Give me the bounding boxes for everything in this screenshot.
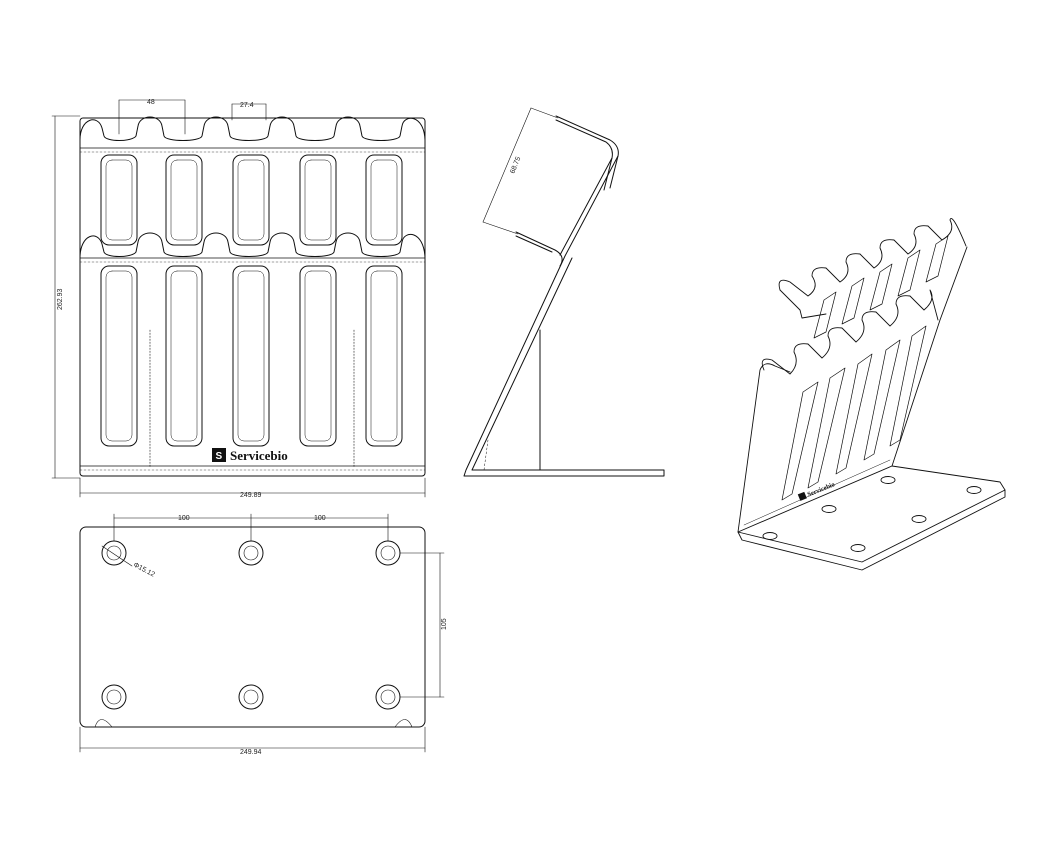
base-dimensions: 100 100 Φ15.12 105 249.94	[79, 513, 448, 756]
dim-hole-spacing-left: 100	[178, 515, 190, 522]
dim-hole-diameter: Φ15.12	[132, 562, 156, 579]
lower-slots	[100, 265, 403, 447]
brand-mark: S	[216, 451, 223, 462]
front-top-wave	[79, 116, 426, 141]
dim-slot-width: 27.4	[240, 102, 254, 109]
iso-upper-hooks	[778, 218, 967, 297]
dim-base-width: 249.94	[240, 749, 262, 756]
dim-depth: 105	[441, 618, 448, 630]
screw-marks	[149, 329, 355, 469]
brand-logo: S Servicebio	[212, 448, 288, 463]
dim-hole-spacing-right: 100	[314, 515, 326, 522]
dim-slot-pitch: 48	[147, 99, 155, 106]
iso-slots	[781, 235, 949, 501]
iso-holes	[762, 476, 982, 552]
iso-base-plate	[737, 465, 1006, 563]
dim-angle: 68.75	[509, 156, 522, 175]
iso-lower-hooks	[761, 289, 939, 375]
upper-slots	[100, 154, 403, 246]
dim-height: 262.93	[57, 288, 64, 310]
front-middle-wave	[79, 232, 426, 259]
base-view	[79, 526, 426, 728]
front-view-outline	[79, 117, 426, 477]
front-view: S Servicebio	[79, 116, 426, 477]
front-dimensions: 48 27.4 262.93 249.89	[51, 99, 426, 499]
dim-width: 249.89	[240, 492, 262, 499]
brand-name: Servicebio	[230, 448, 288, 463]
mounting-holes	[101, 540, 401, 710]
side-view	[463, 115, 665, 477]
base-plate	[79, 526, 426, 728]
side-dimensions: 68.75	[482, 107, 559, 235]
isometric-view: Servicebio	[737, 218, 1006, 571]
